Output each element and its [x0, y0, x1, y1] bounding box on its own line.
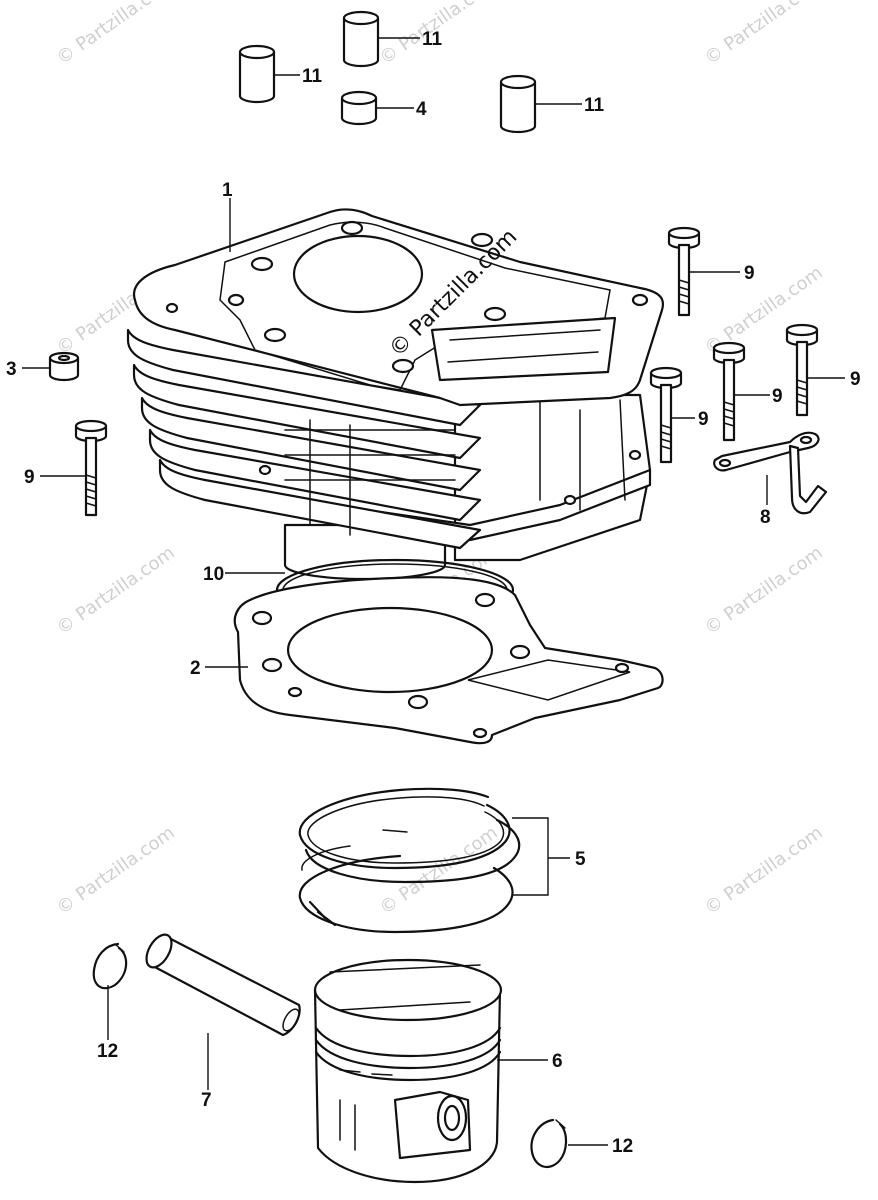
piston-ring-set-5[interactable] — [298, 787, 521, 934]
callout-7: 7 — [201, 1090, 212, 1111]
dowel-pin-11-left[interactable] — [238, 44, 276, 104]
piston-6[interactable] — [313, 958, 503, 1184]
leader-lines — [22, 37, 845, 1146]
callout-3: 3 — [6, 359, 17, 380]
dowel-pin-11-right[interactable] — [499, 74, 537, 134]
callout-4: 4 — [416, 99, 427, 120]
bolt-9-right-b[interactable] — [785, 323, 819, 417]
callout-9: 9 — [772, 386, 783, 407]
callout-11: 11 — [422, 29, 443, 50]
dowel-pin-11-top[interactable] — [342, 10, 380, 68]
bolt-9-left[interactable] — [74, 419, 108, 517]
circlip-12-left[interactable] — [92, 942, 128, 990]
callout-1: 1 — [222, 180, 233, 201]
callout-12: 12 — [97, 1041, 118, 1062]
bracket-8[interactable] — [713, 431, 828, 515]
callout-labels: 1 11 11 4 11 3 9 9 9 9 9 8 10 2 5 6 7 12… — [6, 29, 861, 1157]
bolt-9-top[interactable] — [667, 226, 701, 317]
callout-10: 10 — [203, 564, 224, 585]
base-gasket-2[interactable] — [233, 576, 664, 745]
callout-9: 9 — [698, 409, 709, 430]
collar-4[interactable] — [340, 90, 378, 126]
bolt-9-middle[interactable] — [649, 366, 683, 464]
bolt-9-right-a[interactable] — [712, 341, 746, 442]
callout-6: 6 — [552, 1051, 563, 1072]
callout-9: 9 — [24, 467, 35, 488]
watermark-text: © Partzilla.com — [376, 822, 502, 919]
callout-9: 9 — [850, 369, 861, 390]
callout-5: 5 — [575, 849, 586, 870]
callout-9: 9 — [744, 263, 755, 284]
piston-pin-7[interactable] — [141, 930, 302, 1037]
watermark-text: © Partzilla.com — [53, 542, 179, 639]
callout-11: 11 — [584, 95, 605, 116]
cylinder-1[interactable] — [126, 208, 665, 581]
callout-12: 12 — [612, 1136, 633, 1157]
callout-8: 8 — [760, 507, 771, 528]
watermark-text: © Partzilla.com — [701, 822, 827, 919]
callout-2: 2 — [190, 658, 201, 679]
watermark-text: © Partzilla.com — [53, 0, 179, 69]
callout-11: 11 — [302, 66, 323, 87]
collar-3[interactable] — [48, 351, 80, 382]
circlip-12-right[interactable] — [530, 1118, 568, 1169]
watermark-text: © Partzilla.com — [53, 822, 179, 919]
watermark-text: © Partzilla.com — [701, 542, 827, 639]
watermark-text: © Partzilla.com — [701, 0, 827, 69]
